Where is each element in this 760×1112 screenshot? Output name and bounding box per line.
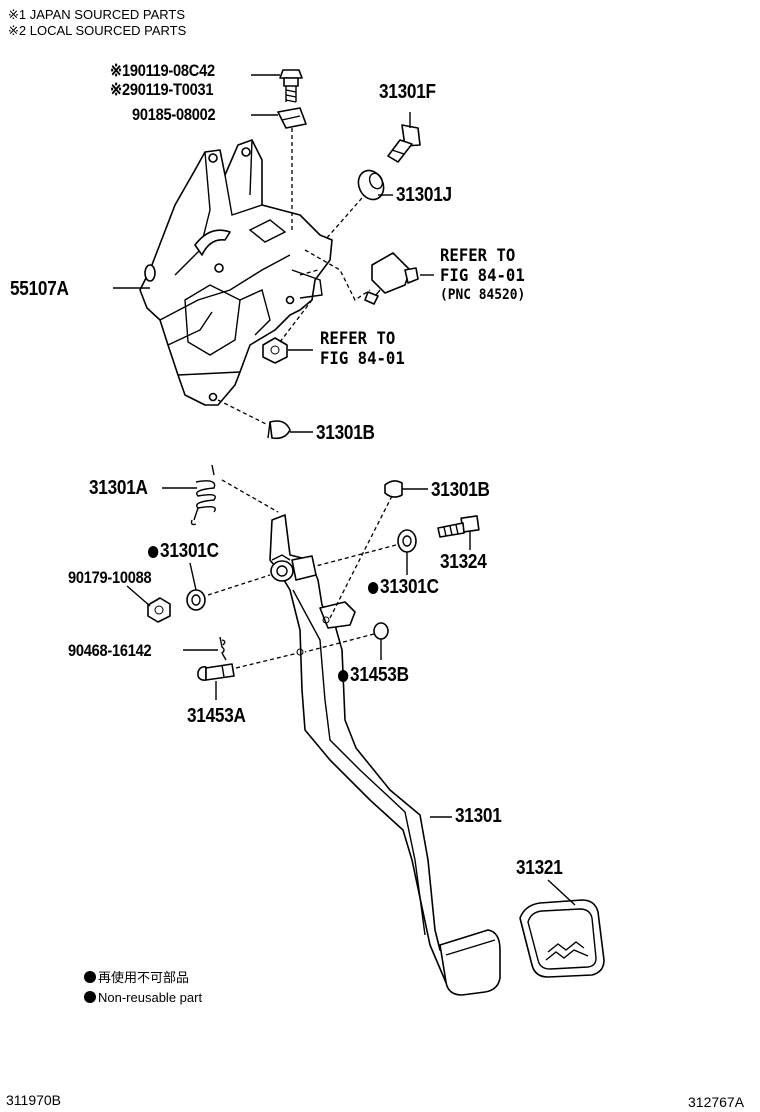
- note-local-sourced: ※2 LOCAL SOURCED PARTS: [8, 23, 187, 38]
- nut-refer-fig: [262, 337, 288, 364]
- note-japan-sourced: ※1 JAPAN SOURCED PARTS: [8, 7, 186, 22]
- label-31321[interactable]: 31321: [516, 857, 563, 879]
- bolt-90119: [279, 69, 303, 103]
- refer-text-line2: FIG 84-01: [320, 349, 405, 370]
- label-31301c-left[interactable]: 31301C: [148, 541, 219, 561]
- label-31301a[interactable]: 31301A: [89, 477, 148, 499]
- bushing-31301c-left: [186, 589, 206, 611]
- label-90119-08c42[interactable]: ※190119-08C42: [110, 61, 215, 80]
- cushion-31301b-mid: [384, 480, 403, 498]
- pedal-pad-end: [439, 929, 501, 996]
- refer-callout-stop-switch[interactable]: REFER TO FIG 84-01 (PNC 84520): [440, 246, 525, 304]
- bolt-31301f: [387, 124, 421, 163]
- bushing-31301c-right: [397, 529, 417, 553]
- label-31301[interactable]: 31301: [455, 805, 502, 827]
- refer-text-line1: REFER TO: [320, 329, 396, 349]
- refer-text-line1: REFER TO: [440, 246, 516, 266]
- label-31301b-top[interactable]: 31301B: [316, 422, 375, 444]
- refer-pnc: (PNC 84520): [440, 286, 526, 303]
- return-spring-31301a: [190, 464, 216, 526]
- refer-text-line2: FIG 84-01: [440, 266, 525, 287]
- label-90185-08002[interactable]: 90185-08002: [132, 105, 216, 124]
- legend-non-reusable-jp: 再使用不可部品: [84, 971, 189, 984]
- footer-right-code: 312767A: [688, 1094, 745, 1110]
- pin-31453a: [197, 663, 235, 681]
- label-31453a[interactable]: 31453A: [187, 705, 246, 727]
- footer-left-code: 311970B: [6, 1092, 62, 1108]
- bushing-31453b: [373, 622, 389, 640]
- stop-lamp-switch: [364, 252, 419, 305]
- label-31301f[interactable]: 31301F: [379, 81, 436, 103]
- cushion-31301b-top: [267, 420, 291, 440]
- pedal-bracket-55107a: [139, 139, 333, 406]
- nut-90179: [147, 597, 171, 623]
- clip-90468: [219, 636, 227, 661]
- pedal-arm-31301: [269, 514, 456, 986]
- label-90179-10088[interactable]: 90179-10088: [68, 568, 152, 587]
- label-55107a[interactable]: 55107A: [10, 278, 69, 300]
- label-31301b-mid[interactable]: 31301B: [431, 479, 490, 501]
- label-90468-16142[interactable]: 90468-16142: [68, 641, 152, 660]
- label-31324[interactable]: 31324: [440, 551, 487, 573]
- bolt-31324: [437, 515, 480, 538]
- pedal-pad-31321: [519, 899, 605, 978]
- refer-callout-nut[interactable]: REFER TO FIG 84-01: [320, 329, 405, 370]
- bushing-31301j: [357, 169, 385, 201]
- nut-90185: [277, 107, 307, 129]
- label-31301c-right[interactable]: 31301C: [368, 577, 439, 597]
- label-31301j[interactable]: 31301J: [396, 184, 452, 206]
- label-31453b[interactable]: 31453B: [338, 665, 409, 685]
- leader-lines: [113, 74, 576, 906]
- label-90119-t0031[interactable]: ※290119-T0031: [110, 80, 214, 99]
- legend-non-reusable-en: Non-reusable part: [84, 991, 202, 1004]
